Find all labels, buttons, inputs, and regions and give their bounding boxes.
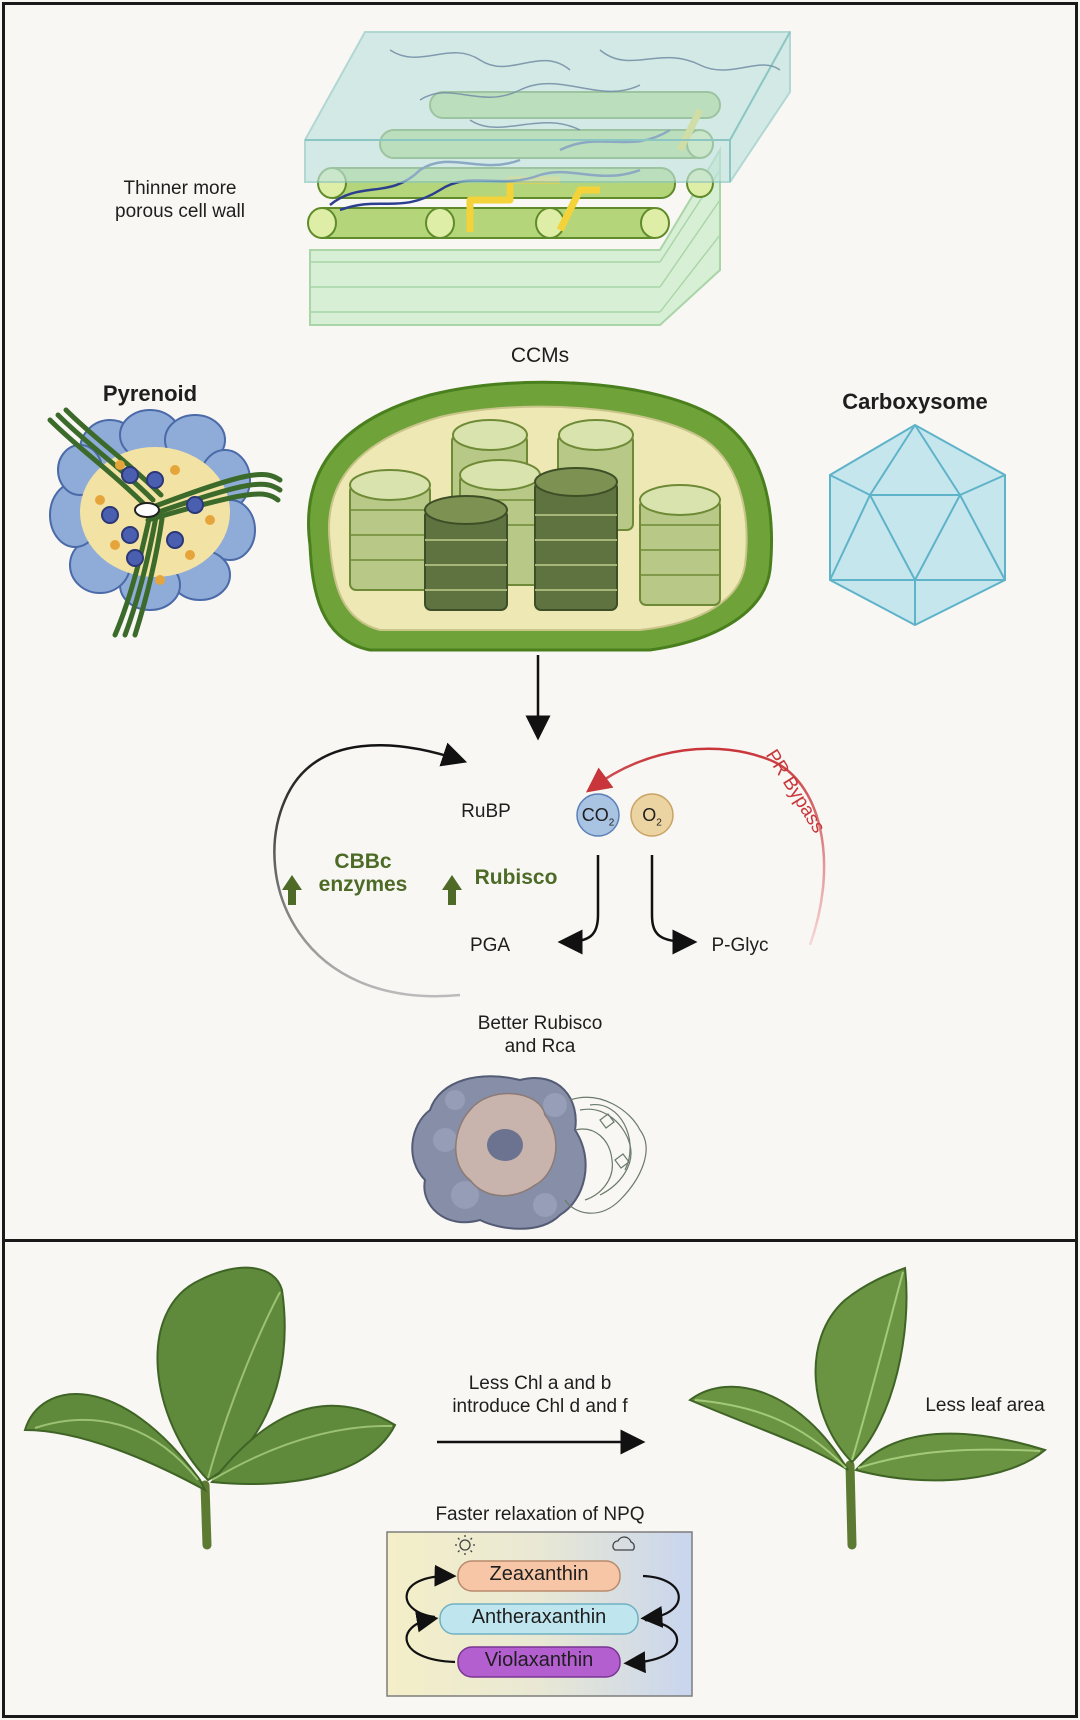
leaf-icon — [23, 1266, 1048, 1550]
co2-circle — [576, 793, 620, 837]
zeaxanthin-pill — [457, 1560, 621, 1592]
calvin-cycle — [273, 742, 826, 998]
pyrenoid-label: Pyrenoid — [102, 381, 198, 406]
o2-to-pglyc-arrow — [650, 855, 698, 955]
cell-wall-illustration — [304, 31, 791, 326]
carboxysome-illustration — [829, 423, 1006, 627]
better-rubisco-label: Better Rubisco and Rca — [477, 1013, 603, 1057]
carboxysome-label: Carboxysome — [842, 389, 988, 414]
up-arrow-icon — [282, 875, 302, 905]
pr-bypass-arrow — [585, 747, 826, 946]
violaxanthin-label: Violaxanthin — [484, 1649, 594, 1671]
leaf-area-label: Less leaf area — [925, 1395, 1045, 1416]
pga-label: PGA — [469, 935, 511, 956]
rubp-label: RuBP — [461, 801, 511, 822]
ccms-label: CCMs — [510, 344, 570, 367]
co2-label: CO2 — [581, 805, 615, 829]
o2-circle — [630, 793, 674, 837]
chloroplast-illustration — [307, 380, 773, 652]
o2-label: O2 — [642, 805, 662, 829]
chl-label: Less Chl a and b introduce Chl d and f — [452, 1373, 628, 1417]
thylakoid-stack — [349, 419, 721, 611]
pyrenoid-illustration — [47, 407, 283, 638]
pglyc-label: P-Glyc — [711, 935, 769, 956]
rubisco-structure — [411, 1075, 647, 1230]
cloud-icon — [612, 1536, 635, 1551]
up-arrow-icon — [442, 875, 462, 905]
zeaxanthin-label: Zeaxanthin — [489, 1563, 589, 1585]
antheraxanthin-pill — [439, 1603, 639, 1635]
rubisco-label: Rubisco — [474, 866, 558, 889]
antheraxanthin-label: Antheraxanthin — [471, 1606, 607, 1628]
npq-title: Faster relaxation of NPQ — [435, 1504, 645, 1525]
sun-icon — [455, 1535, 475, 1555]
cbbc-enzymes-label: CBBc enzymes — [318, 850, 408, 896]
violaxanthin-pill — [457, 1646, 621, 1678]
npq-box — [386, 1531, 693, 1697]
co2-to-pga-arrow — [557, 855, 600, 955]
cbbc-cycle-arrow — [273, 742, 468, 998]
cell-wall-label: Thinner more porous cell wall — [115, 178, 245, 222]
